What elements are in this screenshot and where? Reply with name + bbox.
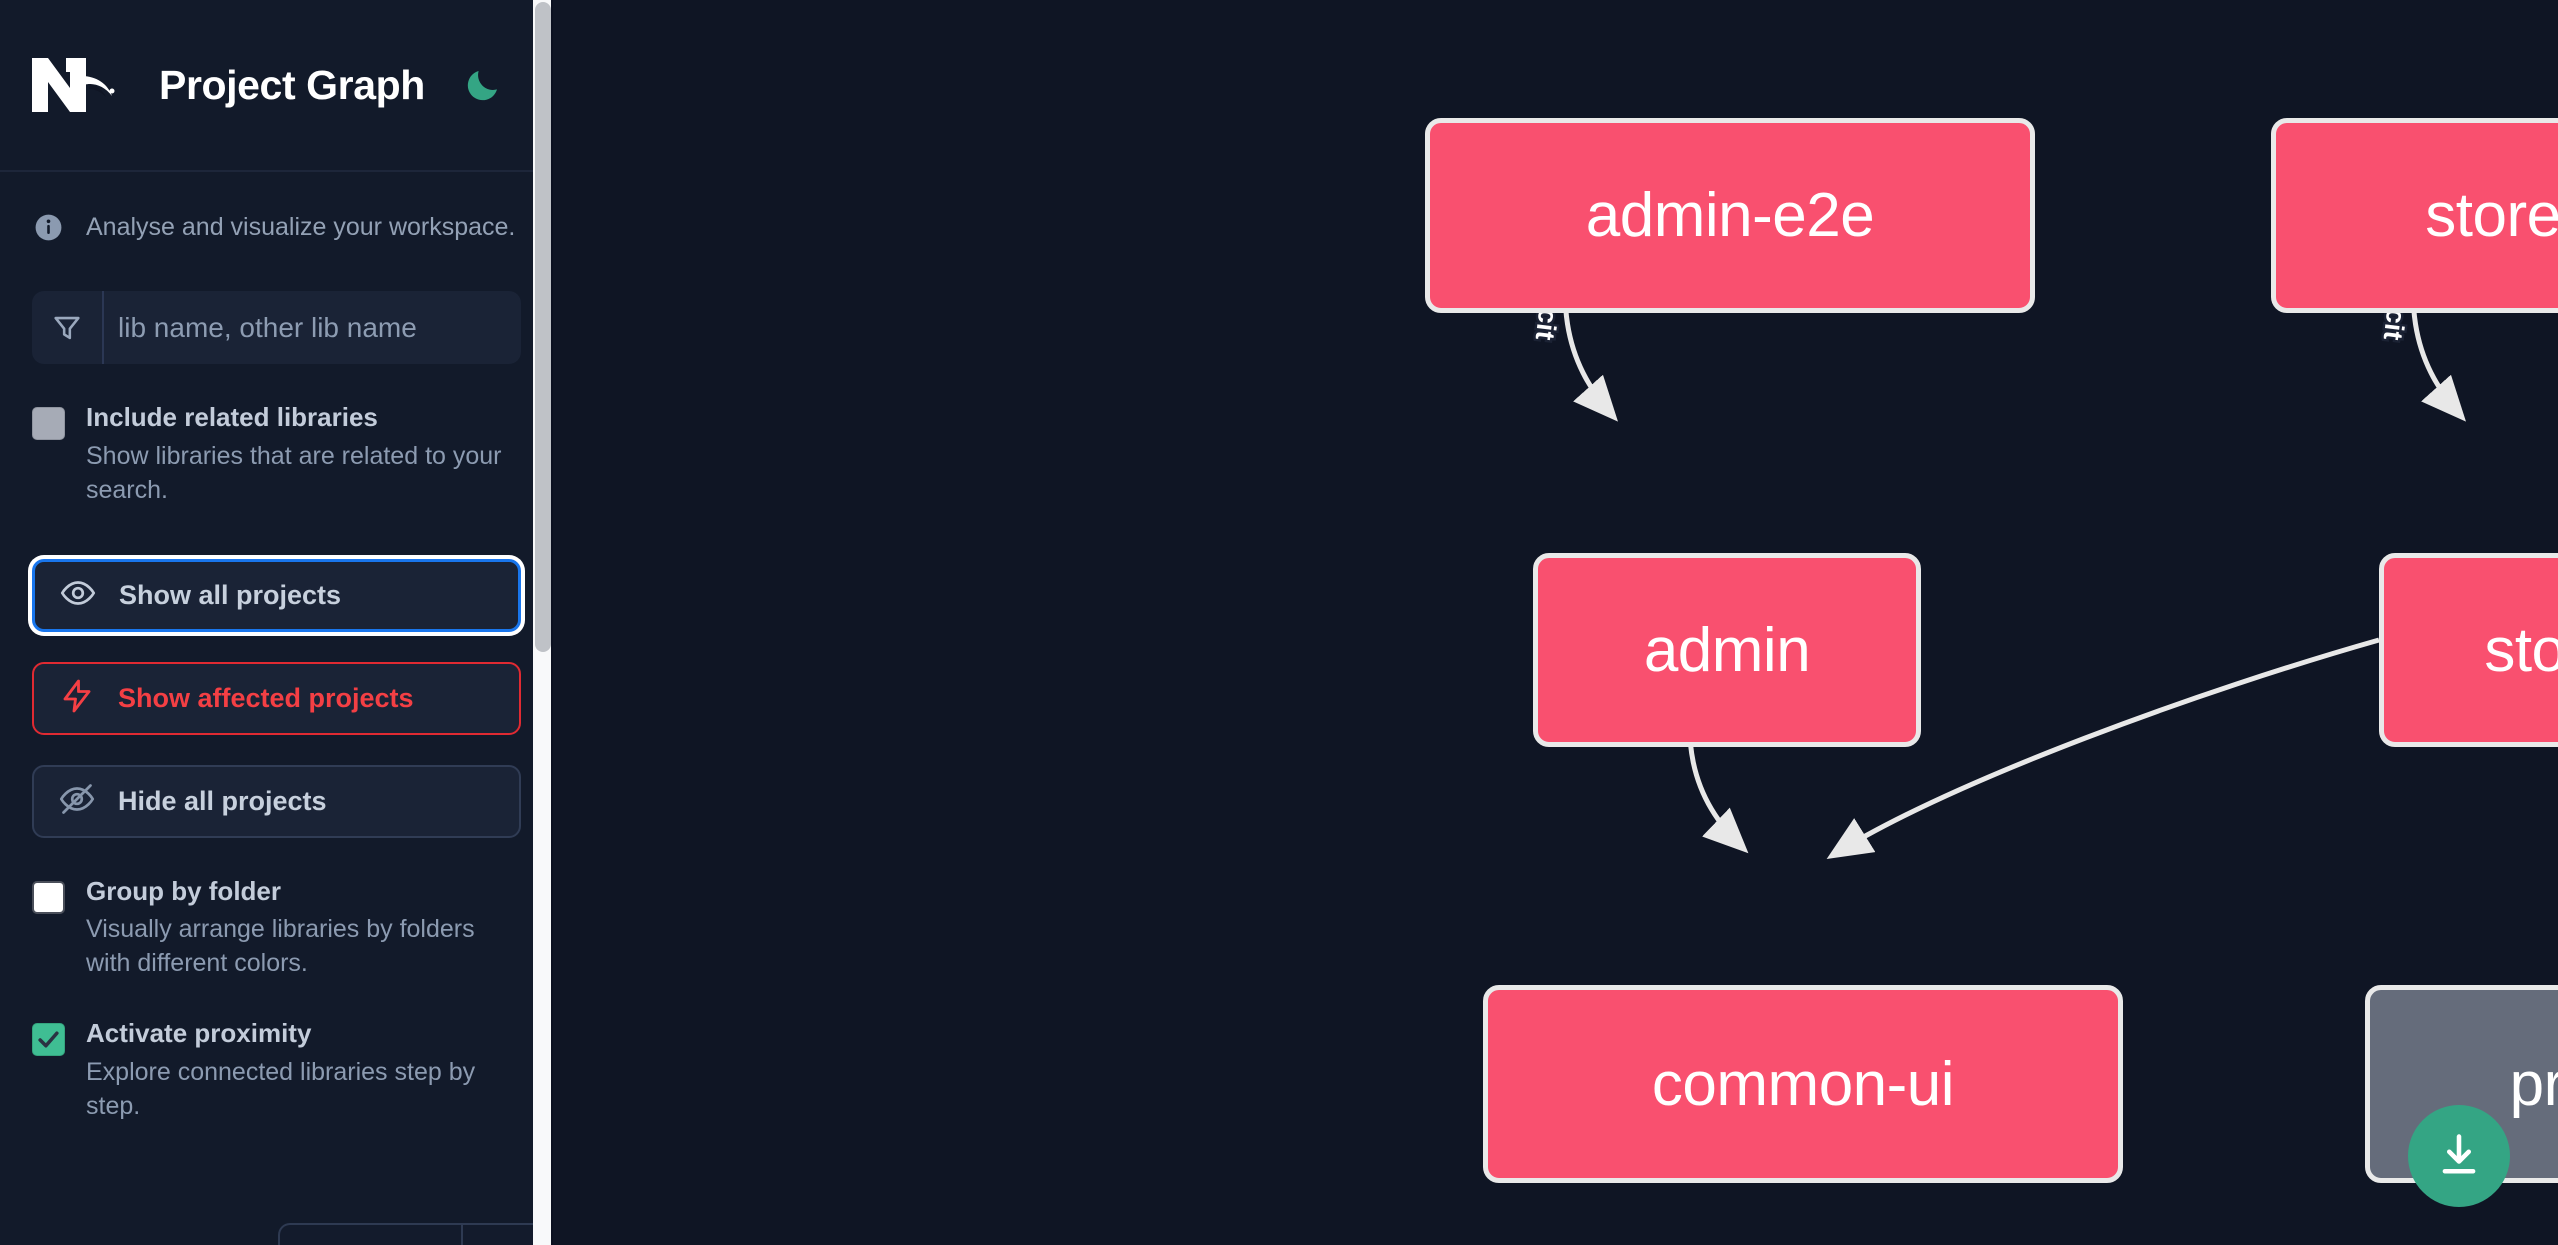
graph-node-common-ui[interactable]: common-ui: [1483, 985, 2123, 1183]
sidebar-scrollbar-track[interactable]: [533, 0, 553, 1245]
option-activate-proximity[interactable]: Activate proximity Explore connected lib…: [32, 1018, 521, 1123]
project-action-buttons: Show all projects Show affected projects: [32, 558, 521, 838]
download-button[interactable]: [2408, 1105, 2510, 1207]
option-label: Group by folder: [86, 875, 281, 906]
graph-node-admin[interactable]: admin: [1533, 553, 1921, 747]
option-include-related-libraries[interactable]: Include related libraries Show libraries…: [32, 402, 521, 507]
lightning-bolt-icon: [59, 678, 95, 719]
show-affected-projects-label: Show affected projects: [118, 682, 414, 713]
option-label: Include related libraries: [86, 402, 378, 432]
option-description: Visually arrange libraries by folders wi…: [86, 915, 475, 978]
node-label: store-e2e: [2425, 181, 2558, 250]
page-title: Project Graph: [159, 61, 425, 108]
eye-off-icon: [59, 781, 95, 822]
activate-proximity-checkbox[interactable]: [32, 1023, 65, 1057]
node-label: store: [2484, 615, 2558, 685]
option-description: Explore connected libraries step by step…: [86, 1058, 476, 1121]
download-icon: [2433, 1129, 2485, 1184]
show-affected-projects-button[interactable]: Show affected projects: [32, 661, 521, 735]
graph-node-store[interactable]: store: [2379, 553, 2558, 747]
sidebar: Project Graph Analyse and visualize your…: [0, 0, 553, 1245]
graph-canvas[interactable]: implicit implicit admin-e2e store-e2e ad…: [553, 0, 2558, 1245]
show-all-projects-label: Show all projects: [119, 579, 342, 610]
segment-option[interactable]: [280, 1225, 464, 1245]
search-input[interactable]: [104, 291, 521, 364]
bottom-segmented-control[interactable]: [278, 1223, 553, 1245]
sidebar-divider: [551, 0, 553, 1245]
eye-icon: [60, 575, 96, 616]
group-by-folder-checkbox[interactable]: [32, 880, 65, 914]
filter-funnel-icon: [32, 291, 104, 364]
workspace-info-text: Analyse and visualize your workspace.: [86, 213, 516, 241]
moon-icon[interactable]: [461, 63, 505, 107]
workspace-info: Analyse and visualize your workspace.: [0, 172, 553, 243]
search-field[interactable]: [32, 291, 521, 364]
node-label: common-ui: [1651, 1049, 1955, 1119]
sidebar-header: Project Graph: [0, 0, 553, 172]
option-group-by-folder[interactable]: Group by folder Visually arrange librari…: [32, 876, 521, 981]
edge-store-to-common-ui: [1826, 637, 2380, 859]
include-related-libraries-checkbox[interactable]: [32, 407, 65, 440]
sidebar-scrollbar-thumb[interactable]: [535, 2, 551, 652]
sidebar-body: Include related libraries Show libraries…: [0, 291, 553, 1123]
node-label: admin: [1643, 615, 1811, 685]
hide-all-projects-label: Hide all projects: [118, 785, 327, 816]
graph-node-store-e2e[interactable]: store-e2e: [2271, 118, 2558, 313]
option-label: Activate proximity: [86, 1018, 312, 1049]
graph-node-admin-e2e[interactable]: admin-e2e: [1425, 118, 2035, 313]
info-circle-icon: [33, 212, 64, 243]
show-all-projects-button[interactable]: Show all projects: [32, 558, 521, 632]
node-label: products: [2509, 1049, 2558, 1119]
node-label: admin-e2e: [1585, 181, 1875, 250]
hide-all-projects-button[interactable]: Hide all projects: [32, 764, 521, 838]
nx-logo-icon: [30, 54, 126, 116]
option-description: Show libraries that are related to your …: [86, 441, 502, 504]
